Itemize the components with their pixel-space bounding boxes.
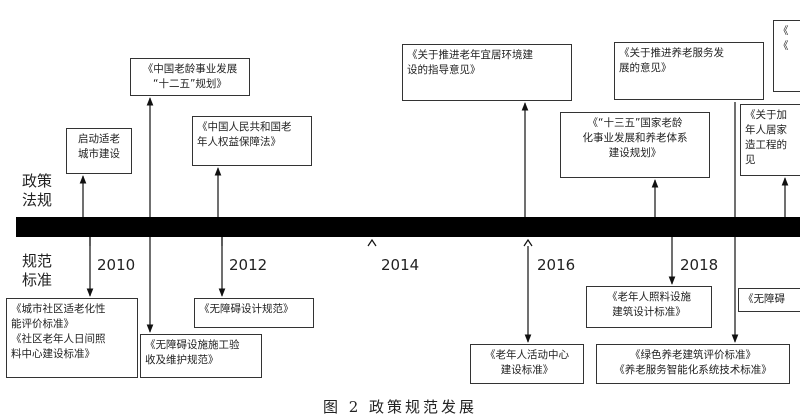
row-label-policy: 政策 法规 (22, 172, 53, 209)
standard-box: 《老年人活动中心 建设标准》 (470, 344, 584, 384)
standard-box: 《无障碍 (738, 288, 800, 312)
timeline-bar (19, 217, 800, 237)
timeline-bar-start-marker (16, 217, 20, 237)
year-label: 2014 (381, 256, 420, 274)
standard-box: 《老年人照料设施 建筑设计标准》 (586, 286, 712, 328)
year-label: 2016 (537, 256, 576, 274)
policy-box: 《关于加 年人居家 造工程的 见 (740, 104, 800, 176)
policy-box: 《“十三五”国家老龄 化事业发展和养老体系 建设规划》 (560, 112, 710, 178)
year-tick (523, 238, 533, 247)
standard-box: 《绿色养老建筑评价标准》 《养老服务智能化系统技术标准》 (596, 344, 790, 384)
policy-box: 《关于推进养老服务发 展的意见》 (614, 42, 764, 100)
standard-box: 《无障碍设计规范》 (194, 298, 314, 328)
policy-box: 《关于推进老年宜居环境建 设的指导意见》 (402, 44, 572, 101)
year-tick (367, 238, 377, 247)
policy-box: 《中国人民共和国老 年人权益保障法》 (192, 116, 312, 166)
year-label: 2018 (680, 256, 719, 274)
year-label: 2010 (97, 256, 136, 274)
policy-box: 启动适老 城市建设 (66, 128, 132, 174)
figure-caption: 图 2 政策规范发展 (322, 398, 478, 416)
standard-box: 《无障碍设施施工验 收及维护规范》 (140, 334, 262, 378)
row-label-standards: 规范 标准 (22, 252, 53, 289)
policy-box: 《中国老龄事业发展 “十二五”规划》 (130, 58, 250, 96)
standard-box: 《城市社区适老化性 能评价标准》 《社区老年人日间照 料中心建设标准》 (6, 298, 138, 378)
policy-box: 《 《 (773, 20, 800, 92)
year-label: 2012 (229, 256, 268, 274)
